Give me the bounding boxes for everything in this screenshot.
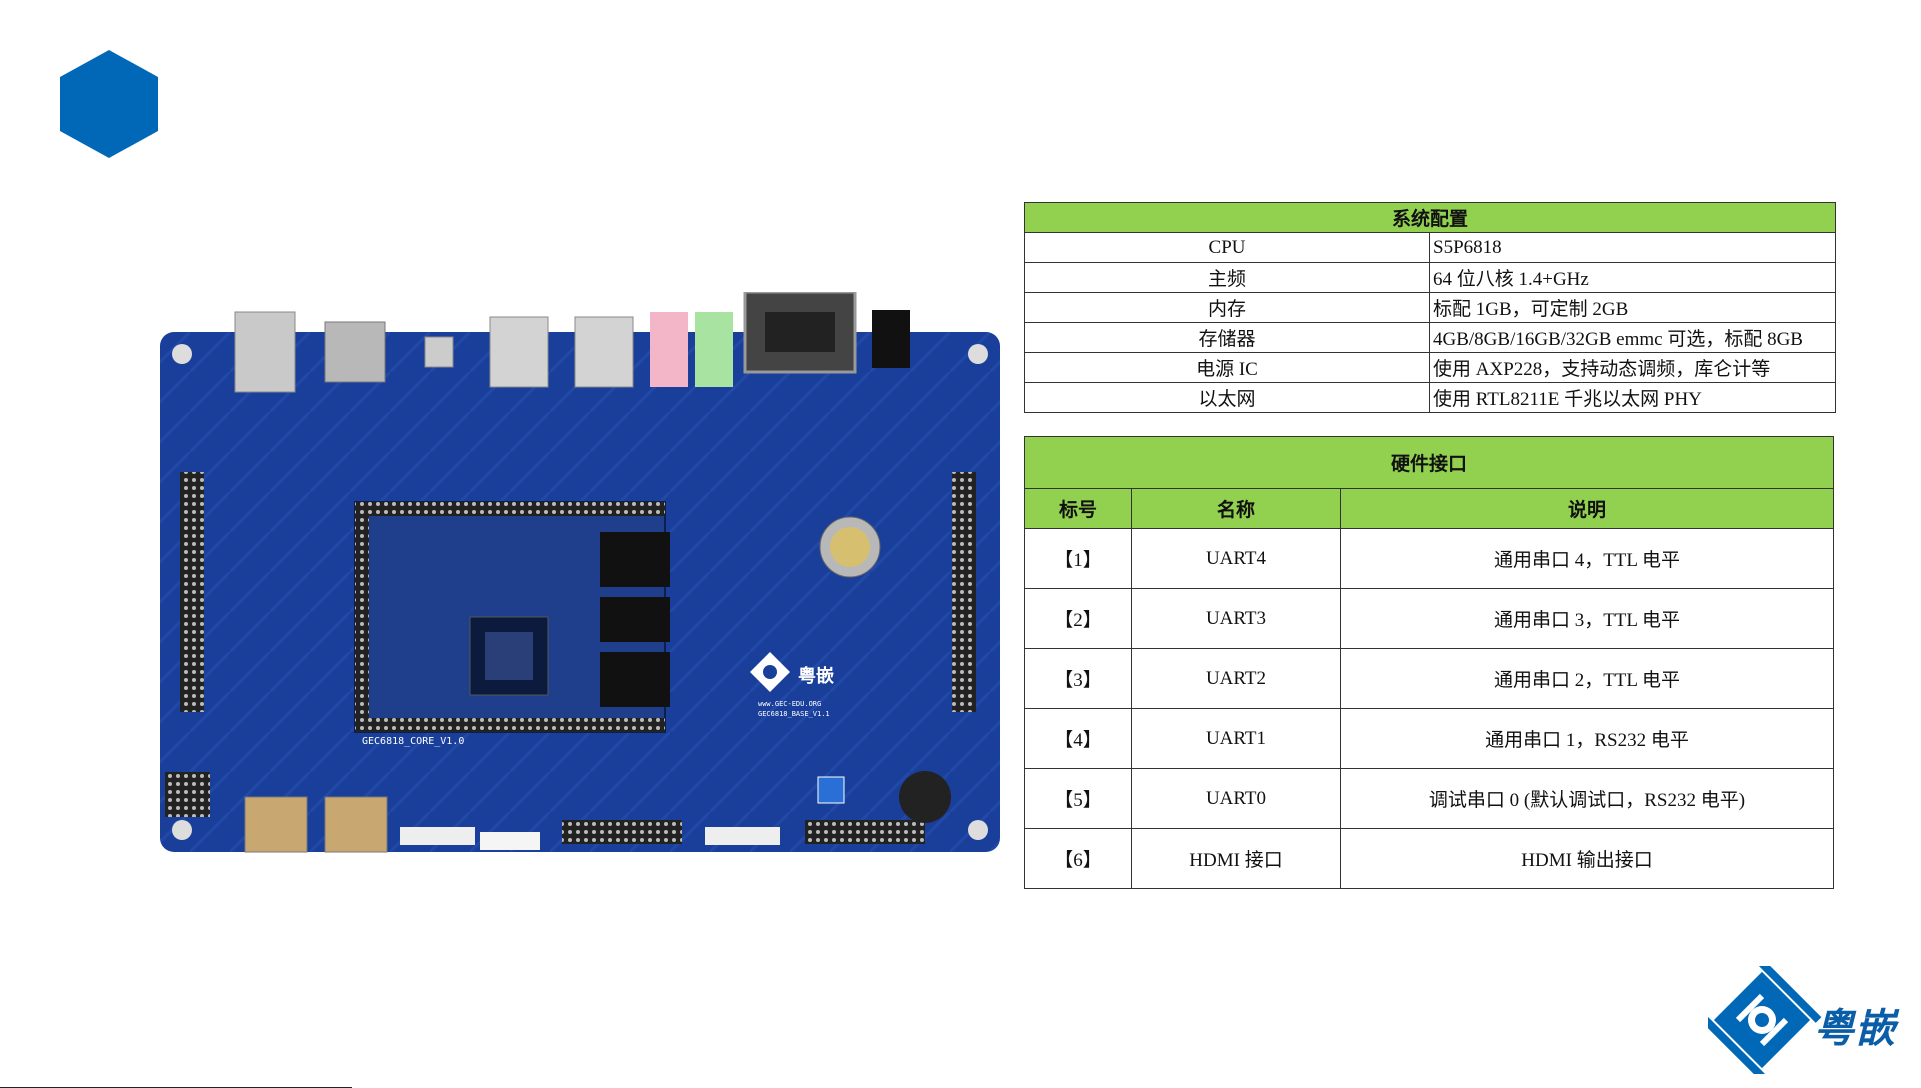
- config-key: 内存: [1024, 292, 1430, 323]
- config-value: 使用 RTL8211E 千兆以太网 PHY: [1429, 382, 1836, 413]
- dev-board-photo: GEC6818_CORE_V1.0 粤嵌 www.GEC-EDU.ORG GEC…: [160, 292, 1000, 853]
- hexagon-decoration-icon: [60, 50, 158, 158]
- config-value: 使用 AXP228，支持动态调频，库仑计等: [1429, 352, 1836, 383]
- board-brand-label: 粤嵌: [798, 665, 834, 687]
- table-row: 【6】 HDMI 接口 HDMI 输出接口: [1024, 828, 1834, 889]
- interface-id: 【6】: [1024, 828, 1132, 889]
- board-site-label: www.GEC-EDU.ORG: [758, 700, 821, 708]
- system-config-table: 系统配置 CPU S5P6818 主频 64 位八核 1.4+GHz 内存 标配…: [1024, 202, 1836, 413]
- interface-desc: 通用串口 1，RS232 电平: [1340, 708, 1834, 769]
- table-row: 【2】 UART3 通用串口 3，TTL 电平: [1024, 588, 1834, 649]
- interface-name: UART2: [1131, 648, 1341, 709]
- hardware-interfaces-title: 硬件接口: [1024, 436, 1834, 489]
- interface-id: 【2】: [1024, 588, 1132, 649]
- config-key: 电源 IC: [1024, 352, 1430, 383]
- interface-desc: 通用串口 2，TTL 电平: [1340, 648, 1834, 709]
- interface-desc: 调试串口 0 (默认调试口，RS232 电平): [1340, 768, 1834, 829]
- table-row: 电源 IC 使用 AXP228，支持动态调频，库仑计等: [1024, 352, 1836, 383]
- interface-name: UART0: [1131, 768, 1341, 829]
- column-header-name: 名称: [1131, 488, 1341, 529]
- interface-id: 【1】: [1024, 528, 1132, 589]
- config-key: 以太网: [1024, 382, 1430, 413]
- config-key: 存储器: [1024, 322, 1430, 353]
- company-logo-text: 粤嵌: [1814, 1006, 1896, 1052]
- board-base-label: GEC6818_BASE_V1.1: [758, 710, 830, 718]
- hardware-interfaces-table: 硬件接口 标号 名称 说明 【1】 UART4 通用串口 4，TTL 电平 【2…: [1024, 436, 1834, 889]
- config-value: 标配 1GB，可定制 2GB: [1429, 292, 1836, 323]
- config-value: 4GB/8GB/16GB/32GB emmc 可选，标配 8GB: [1429, 322, 1836, 353]
- table-row: 以太网 使用 RTL8211E 千兆以太网 PHY: [1024, 382, 1836, 413]
- table-row: CPU S5P6818: [1024, 232, 1836, 263]
- gec-diamond-logo-icon: [1708, 966, 1822, 1074]
- interface-name: UART4: [1131, 528, 1341, 589]
- interface-name: HDMI 接口: [1131, 828, 1341, 889]
- system-config-title: 系统配置: [1024, 202, 1836, 233]
- interface-desc: 通用串口 3，TTL 电平: [1340, 588, 1834, 649]
- config-key: 主频: [1024, 262, 1430, 293]
- interface-id: 【4】: [1024, 708, 1132, 769]
- config-value: 64 位八核 1.4+GHz: [1429, 262, 1836, 293]
- interface-name: UART3: [1131, 588, 1341, 649]
- interface-desc: HDMI 输出接口: [1340, 828, 1834, 889]
- table-row: 【3】 UART2 通用串口 2，TTL 电平: [1024, 648, 1834, 709]
- table-row: 存储器 4GB/8GB/16GB/32GB emmc 可选，标配 8GB: [1024, 322, 1836, 353]
- column-header-desc: 说明: [1340, 488, 1834, 529]
- interface-desc: 通用串口 4，TTL 电平: [1340, 528, 1834, 589]
- interface-id: 【5】: [1024, 768, 1132, 829]
- core-module-label: GEC6818_CORE_V1.0: [362, 736, 464, 747]
- interface-name: UART1: [1131, 708, 1341, 769]
- column-header-id: 标号: [1024, 488, 1132, 529]
- table-row: 【5】 UART0 调试串口 0 (默认调试口，RS232 电平): [1024, 768, 1834, 829]
- config-key: CPU: [1024, 232, 1430, 263]
- table-row: 【1】 UART4 通用串口 4，TTL 电平: [1024, 528, 1834, 589]
- config-value: S5P6818: [1429, 232, 1836, 263]
- interface-id: 【3】: [1024, 648, 1132, 709]
- table-row: 【4】 UART1 通用串口 1，RS232 电平: [1024, 708, 1834, 769]
- table-row: 主频 64 位八核 1.4+GHz: [1024, 262, 1836, 293]
- table-row: 内存 标配 1GB，可定制 2GB: [1024, 292, 1836, 323]
